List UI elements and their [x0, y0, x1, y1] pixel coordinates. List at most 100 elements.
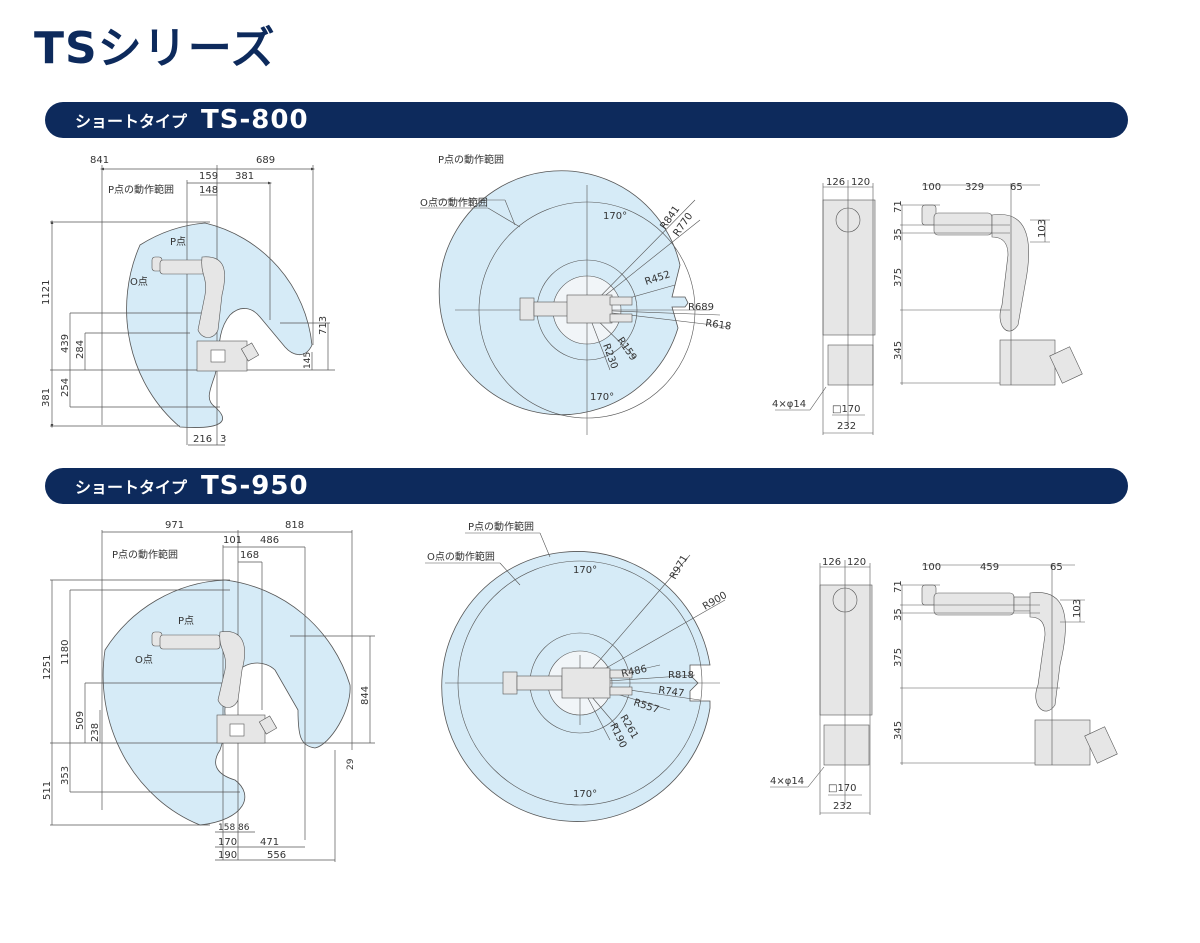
ts800-front-view: 126 120 4×φ14 □170 232	[772, 177, 876, 435]
dim-35: 35	[893, 228, 904, 241]
radius-r818: R818	[668, 670, 694, 681]
radius-r747: R747	[658, 685, 685, 700]
dim-689: 689	[256, 155, 275, 166]
dim-375: 375	[893, 268, 904, 287]
dim-232: 232	[833, 801, 852, 812]
angle-top: 170°	[603, 211, 627, 222]
section-subtitle: ショートタイプ	[75, 478, 188, 497]
dim-1180: 1180	[60, 640, 71, 665]
dim-971: 971	[165, 520, 184, 531]
dim-170: 170	[218, 837, 237, 848]
radius-r486: R486	[620, 664, 648, 680]
dim-511: 511	[42, 781, 53, 800]
dim-148: 148	[199, 185, 218, 196]
dim-345: 345	[893, 721, 904, 740]
dim-3: 3	[220, 434, 226, 445]
o-point-label: O点	[135, 654, 153, 666]
dim-190: 190	[218, 850, 237, 861]
dim-345: 345	[893, 341, 904, 360]
holes-label: 4×φ14	[770, 776, 804, 787]
dim-818: 818	[285, 520, 304, 531]
ts950-front-view: 126 120 4×φ14 □170 232	[770, 557, 873, 815]
dim-65: 65	[1010, 182, 1023, 193]
dim-126: 126	[822, 557, 841, 568]
dim-254: 254	[60, 378, 71, 397]
dim-71: 71	[893, 580, 904, 593]
dim-509: 509	[75, 711, 86, 730]
dim-381v: 381	[41, 388, 52, 407]
o-point-label: O点	[130, 276, 148, 288]
dim-65: 65	[1050, 562, 1063, 573]
dim-126: 126	[826, 177, 845, 188]
dim-284: 284	[75, 340, 86, 359]
robot-side	[151, 631, 278, 744]
ts950-top-view: P点の動作範囲 O点の動作範囲 170° 170° R971 R900 R486…	[425, 520, 729, 822]
dim-375: 375	[893, 648, 904, 667]
p-range-label: P点の動作範囲	[468, 520, 534, 533]
dim-238: 238	[90, 723, 101, 742]
dim-486: 486	[260, 535, 279, 546]
dim-29: 29	[346, 758, 356, 770]
dim-471: 471	[260, 837, 279, 848]
ts800-top-view: P点の動作範囲 O点の動作範囲 170° 170° R841 R770 R452…	[420, 153, 732, 435]
o-range-label: O点の動作範囲	[420, 196, 488, 209]
ts800-side-view: 841 689 159 381 148 P点の動作範囲 P点 O点 1121 4…	[41, 155, 335, 446]
p-range-label: P点の動作範囲	[108, 183, 174, 196]
dim-1121: 1121	[41, 280, 52, 305]
dim-103: 103	[1072, 599, 1083, 618]
section-header-ts950: ショートタイプ TS-950	[45, 468, 1128, 504]
ts950-side-view: 971 818 101 486 168 P点の動作範囲 P点 O点 1251 1…	[42, 520, 375, 862]
radius-r689: R689	[688, 302, 714, 313]
dim-158: 158	[218, 823, 235, 833]
dim-1251: 1251	[42, 655, 53, 680]
dim-556: 556	[267, 850, 286, 861]
section-model: TS-800	[201, 105, 309, 135]
dim-353: 353	[60, 766, 71, 785]
p-point-label: P点	[178, 615, 194, 627]
dim-841: 841	[90, 155, 109, 166]
radius-r900: R900	[701, 590, 729, 613]
holes-label: 4×φ14	[772, 399, 806, 410]
dim-170: □170	[832, 404, 861, 415]
dim-159: 159	[199, 171, 218, 182]
page-title: TSシリーズ	[34, 23, 276, 74]
p-range-label: P点の動作範囲	[112, 548, 178, 561]
dim-459: 459	[980, 562, 999, 573]
angle-bottom: 170°	[573, 789, 597, 800]
p-range-area	[126, 222, 313, 428]
dim-216: 216	[193, 434, 212, 445]
dim-381: 381	[235, 171, 254, 182]
o-range-label: O点の動作範囲	[427, 550, 495, 563]
dim-145: 145	[303, 352, 313, 369]
dim-100: 100	[922, 182, 941, 193]
p-range-label: P点の動作範囲	[438, 153, 504, 166]
dim-844: 844	[360, 686, 371, 705]
p-point-label: P点	[170, 236, 186, 248]
dim-168: 168	[240, 550, 259, 561]
angle-top: 170°	[573, 565, 597, 576]
dim-86: 86	[238, 823, 250, 833]
dim-713: 713	[318, 316, 329, 335]
section-model: TS-950	[201, 471, 309, 501]
dim-120: 120	[851, 177, 870, 188]
section-subtitle: ショートタイプ	[75, 112, 188, 131]
dim-100: 100	[922, 562, 941, 573]
dim-71: 71	[893, 200, 904, 213]
radius-r971: R971	[668, 553, 691, 581]
robot-top	[519, 294, 633, 324]
ts950-profile-view: 100 459 65 71 35 103 375 345	[893, 562, 1118, 766]
section-header-ts800: ショートタイプ TS-800	[45, 102, 1128, 138]
robot-top	[502, 667, 633, 699]
robot-side	[151, 256, 260, 372]
angle-bottom: 170°	[590, 392, 614, 403]
dim-120: 120	[847, 557, 866, 568]
radius-r618: R618	[705, 318, 732, 333]
dim-101: 101	[223, 535, 242, 546]
dim-103: 103	[1037, 219, 1048, 238]
dim-329: 329	[965, 182, 984, 193]
ts800-profile-view: 100 329 65 71 35 103 375 345	[893, 182, 1083, 386]
dim-170: □170	[828, 783, 857, 794]
dim-232: 232	[837, 421, 856, 432]
dim-439: 439	[60, 334, 71, 353]
dim-35: 35	[893, 608, 904, 621]
